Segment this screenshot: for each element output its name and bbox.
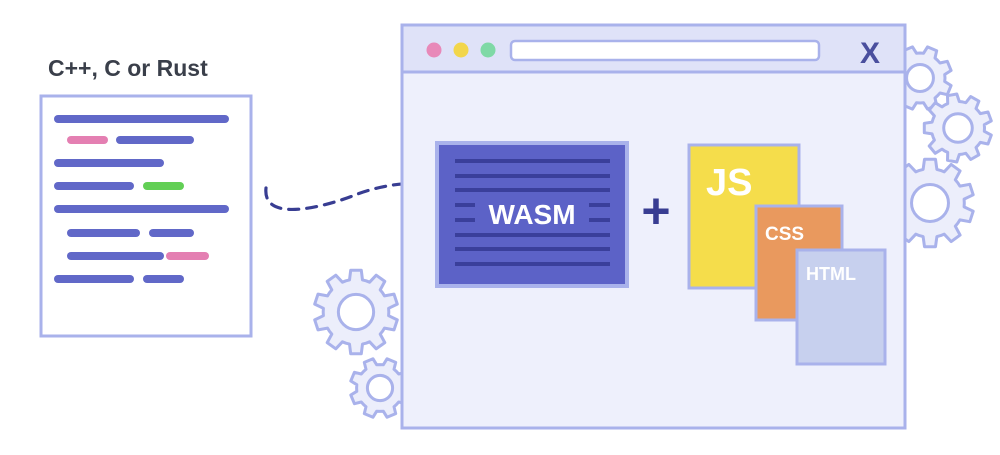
gear-icon xyxy=(349,357,411,419)
wasm-block: WASM xyxy=(435,141,629,288)
window-dot-yellow[interactable] xyxy=(453,42,469,58)
close-icon[interactable]: X xyxy=(860,37,880,70)
window-dot-green[interactable] xyxy=(480,42,496,58)
address-bar[interactable] xyxy=(509,39,821,62)
html-label: HTML xyxy=(806,264,856,284)
code-lines xyxy=(54,115,229,283)
document-page xyxy=(39,94,253,338)
source-document xyxy=(39,94,253,338)
css-label: CSS xyxy=(765,224,804,245)
source-languages-label: C++, C or Rust xyxy=(48,55,208,81)
wasm-label: WASM xyxy=(488,199,575,230)
window-dot-pink[interactable] xyxy=(426,42,442,58)
html-file-page xyxy=(795,248,887,366)
file-html: HTML xyxy=(795,248,887,366)
gear-icon xyxy=(313,268,399,356)
dashed-arrow-line xyxy=(264,181,422,212)
compile-arrow xyxy=(264,174,426,212)
js-label: JS xyxy=(706,162,752,204)
gear-icon xyxy=(922,92,993,164)
plus-icon: + xyxy=(641,183,670,239)
